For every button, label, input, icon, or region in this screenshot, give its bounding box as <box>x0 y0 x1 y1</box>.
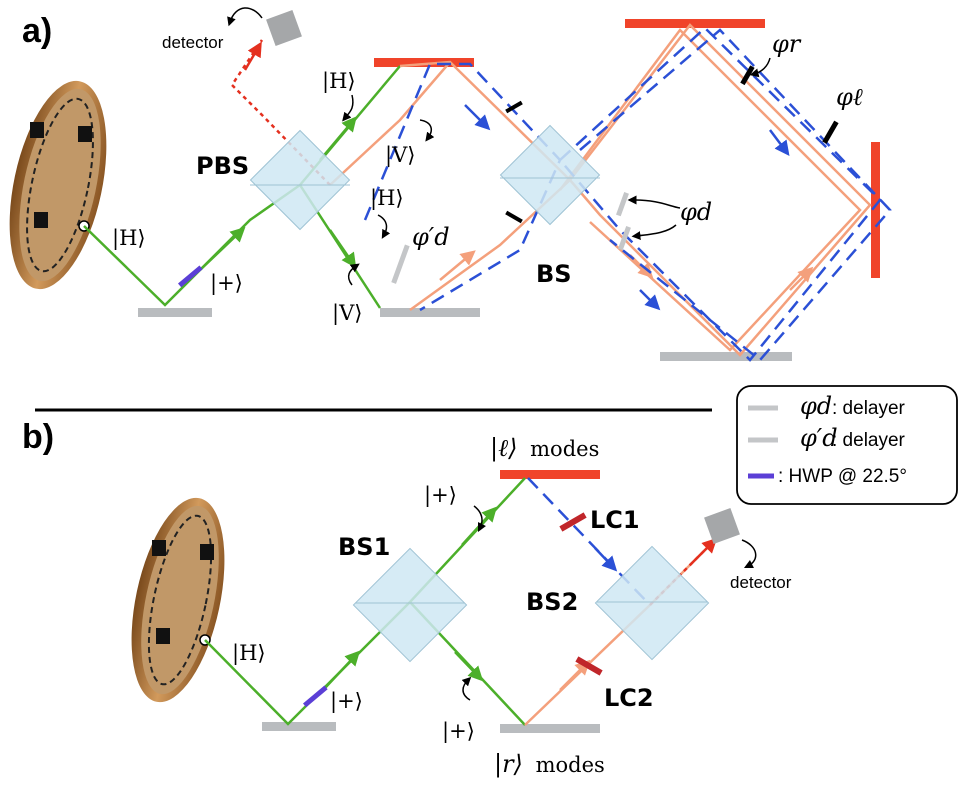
panel-b: b) <box>22 418 792 779</box>
mirror-a-bottom-right <box>660 352 792 361</box>
detector-b-label: detector <box>730 573 792 592</box>
legend-phi-d: φd <box>800 392 832 420</box>
detector-a: detector <box>162 7 302 52</box>
mirror-b-top <box>500 470 600 479</box>
state-H-mid-a: |H⟩ <box>370 186 404 211</box>
panel-a: a) detector <box>9 7 892 362</box>
lc1-label: LC1 <box>590 506 640 534</box>
mirror-b-bottom-left <box>262 722 336 731</box>
lc1-plate <box>559 512 587 532</box>
pointer-arrows-a <box>342 57 771 286</box>
state-plus-bottom-b: |+⟩ <box>442 719 475 744</box>
slm-disc-a <box>9 80 107 290</box>
state-V-bottom-a: |V⟩ <box>332 301 362 326</box>
r-modes-label: |r⟩ modes <box>494 750 605 779</box>
panel-b-label: b) <box>22 418 54 456</box>
state-H-top-a: |H⟩ <box>322 69 356 94</box>
phi-d-prime-label: φ′d <box>412 223 450 251</box>
phi-r-label: φr <box>772 30 802 58</box>
lc2-plate <box>575 656 603 676</box>
mirror-a-top-right <box>625 19 765 28</box>
bs-cube-a: BS <box>499 100 601 288</box>
mirror-b-bottom <box>500 724 600 733</box>
delayer-phi-d-prime <box>391 244 410 284</box>
state-H-input-b: |H⟩ <box>232 641 266 666</box>
lc2-label: LC2 <box>604 684 654 712</box>
pbs-label: PBS <box>196 152 249 180</box>
pointer-arrows-b <box>461 505 487 701</box>
state-plus-hwp-b: |+⟩ <box>330 689 363 714</box>
beam-paths-b <box>204 477 718 726</box>
bs1-cube: BS1 <box>338 533 468 663</box>
delayer-phi-d-lower <box>618 226 631 251</box>
l-modes-label: |ℓ⟩ modes <box>490 434 599 463</box>
pbs-cube: PBS <box>196 129 351 231</box>
mirror-a-top-mid <box>374 58 474 67</box>
state-plus-a: |+⟩ <box>210 271 243 296</box>
legend: φd : delayer φ′d : delayer : HWP @ 22.5° <box>736 385 958 505</box>
phase-plate-phi-l <box>822 120 839 144</box>
panel-a-label: a) <box>22 12 52 50</box>
legend-phi-d-prime: φ′d <box>800 424 838 452</box>
detector-b: detector <box>704 508 792 592</box>
mirror-a-bottom-left <box>138 308 212 317</box>
bs2-label: BS2 <box>526 588 578 616</box>
bs1-label: BS1 <box>338 533 390 561</box>
phi-d-label: φd <box>680 198 712 226</box>
hwp-b <box>302 685 328 708</box>
state-plus-top-b: |+⟩ <box>424 483 457 508</box>
legend-delayer-text-1: : delayer <box>832 398 906 419</box>
mirror-a-bottom-mid <box>380 308 480 317</box>
state-V-refl-a: |V⟩ <box>385 143 415 168</box>
state-H-input-a: |H⟩ <box>112 226 146 251</box>
phi-l-label: φℓ <box>836 83 863 111</box>
bs-label-a: BS <box>536 260 572 288</box>
mirror-a-right <box>871 142 880 278</box>
detector-a-label: detector <box>162 33 224 52</box>
hwp-a <box>177 265 203 288</box>
legend-delayer-text-2: : delayer <box>832 430 906 451</box>
legend-hwp-text: : HWP @ 22.5° <box>778 466 907 487</box>
delayer-phi-d-upper <box>616 192 629 217</box>
bs2-cube: BS2 <box>526 545 710 661</box>
slm-disc-b <box>131 497 225 703</box>
